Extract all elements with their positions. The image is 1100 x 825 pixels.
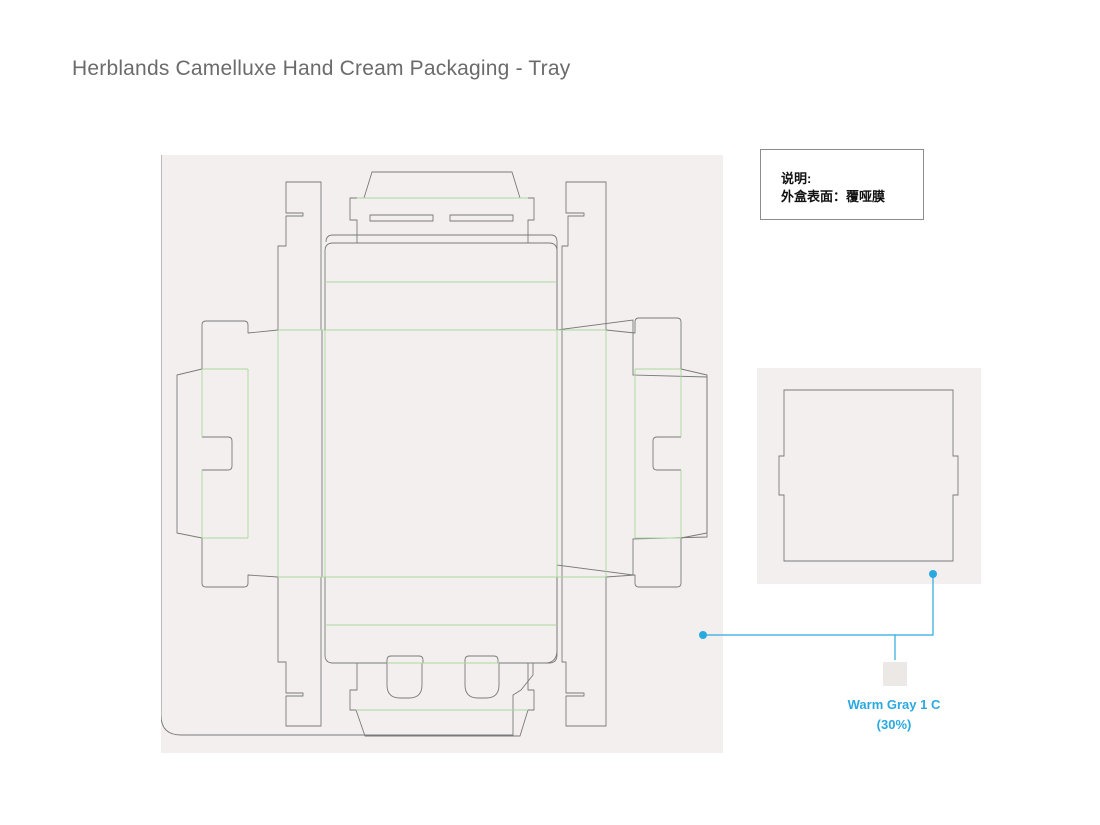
callout-line-left <box>703 634 896 660</box>
right-flap-notch <box>652 436 681 471</box>
note-box: 说明: 外盒表面：覆哑膜 <box>760 149 924 220</box>
page-title: Herblands Camelluxe Hand Cream Packaging… <box>72 57 571 80</box>
note-heading: 说明: <box>781 171 812 186</box>
tray-dieline <box>160 155 708 736</box>
callout-dot <box>929 570 937 578</box>
color-tint: (30%) <box>876 717 912 732</box>
bottom-notch-left <box>386 663 423 699</box>
right-strip-bottom-outline <box>561 576 607 727</box>
color-swatch <box>883 662 907 686</box>
tray-preview <box>778 389 959 562</box>
right-flap-outline <box>605 317 708 588</box>
tray-preview-outline <box>778 389 959 562</box>
top-slot-right <box>449 214 514 222</box>
bottom-tab-outline <box>349 663 535 737</box>
callout-dot <box>699 631 707 639</box>
dieline-panel <box>160 155 723 753</box>
right-strip-outline <box>561 181 607 331</box>
left-strip-outline <box>277 181 322 331</box>
left-strip-bottom-outline <box>277 576 322 727</box>
top-slot-left <box>369 214 434 222</box>
bottom-notch-right <box>464 663 500 699</box>
left-flap-outline <box>176 320 279 588</box>
top-tab-outline <box>349 171 535 243</box>
dieline-outline <box>160 155 708 736</box>
callout-line-right <box>895 574 934 636</box>
note-line: 外盒表面：覆哑膜 <box>781 189 886 204</box>
left-flap-notch <box>202 436 233 471</box>
color-name: Warm Gray 1 C <box>847 697 941 712</box>
tray-preview-panel <box>757 368 981 584</box>
